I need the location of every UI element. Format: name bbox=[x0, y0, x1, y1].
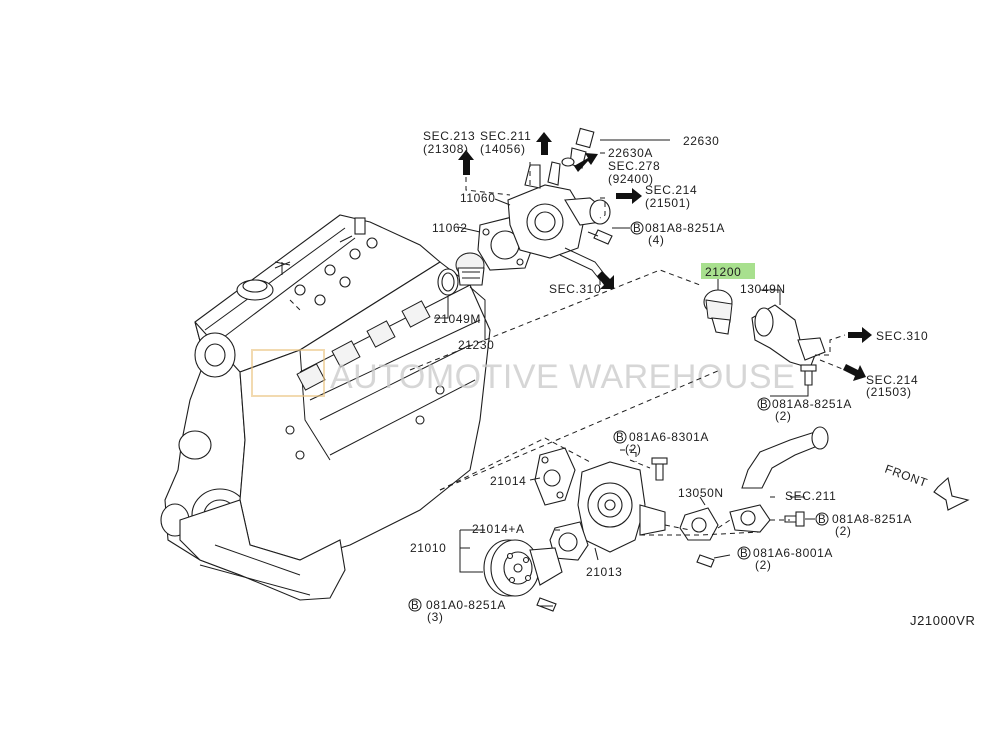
water-pump-group bbox=[483, 426, 829, 612]
label-21014: 21014 bbox=[490, 474, 526, 488]
label-sec278: SEC.278 bbox=[608, 159, 660, 173]
bolt-marker-label: B bbox=[616, 432, 624, 444]
front-arrow-icon bbox=[933, 476, 970, 511]
bolt-marker-label: B bbox=[633, 223, 641, 235]
bolt-marker-icon bbox=[408, 598, 422, 612]
label-sec213-ref: (21308) bbox=[423, 142, 469, 156]
label-bolt-081a6-8001a-qty: (2) bbox=[755, 558, 771, 572]
label-sec211-low: SEC.211 bbox=[785, 489, 836, 503]
watermark: AUTOMOTIVE WAREHOUSE bbox=[251, 349, 795, 397]
label-bolt-081a8-right: 081A8-8251A bbox=[772, 397, 852, 411]
thermostat-housing-group bbox=[437, 127, 613, 296]
label-bolt-081a0: 081A0-8251A bbox=[426, 598, 506, 612]
diagram-code: J21000VR bbox=[910, 613, 976, 628]
watermark-text: AUTOMOTIVE WAREHOUSE bbox=[330, 358, 795, 396]
label-13049n: 13049N bbox=[740, 282, 786, 296]
label-bolt-081a8-low: 081A8-8251A bbox=[832, 512, 912, 526]
label-21230: 21230 bbox=[458, 338, 494, 352]
label-sec211-top-ref: (14056) bbox=[480, 142, 526, 156]
engine-assembly-drawing bbox=[160, 214, 491, 601]
arrow-sec214-right-icon bbox=[843, 364, 866, 381]
label-sec214-top: SEC.214 bbox=[645, 183, 697, 197]
leaders-lower bbox=[439, 437, 815, 607]
label-sec310-right: SEC.310 bbox=[876, 329, 928, 343]
label-11062: 11062 bbox=[432, 221, 467, 235]
label-bolt-081a6-8301a: 081A6-8301A bbox=[629, 430, 709, 444]
bolt-marker-icon bbox=[737, 546, 751, 560]
thermostat-right-group bbox=[701, 263, 846, 397]
label-21200: 21200 bbox=[705, 265, 741, 279]
labels: SEC.213 (21308) SEC.211 (14056) 22630 22… bbox=[408, 129, 976, 628]
bolt-marker-label: B bbox=[411, 600, 419, 612]
label-21013: 21013 bbox=[586, 565, 622, 579]
arrow-sec310-right-icon bbox=[848, 327, 872, 343]
label-bolt-081a6-8001a: 081A6-8001A bbox=[753, 546, 833, 560]
label-sec211-top: SEC.211 bbox=[480, 129, 531, 143]
part-21200-highlight bbox=[701, 263, 755, 279]
arrow-sec213-icon bbox=[458, 150, 474, 175]
bolt-marker-icon bbox=[630, 221, 644, 235]
label-13050n: 13050N bbox=[678, 486, 724, 500]
arrows-right bbox=[843, 327, 872, 381]
label-front: FRONT bbox=[883, 462, 930, 490]
label-sec213: SEC.213 bbox=[423, 129, 475, 143]
label-bolt-081a8-low-qty: (2) bbox=[835, 524, 851, 538]
front-arrow-group bbox=[933, 476, 970, 511]
arrow-sec310-top-icon bbox=[597, 271, 614, 289]
arrow-sec278-icon bbox=[574, 153, 598, 172]
label-sec214-top-ref: (21501) bbox=[645, 196, 691, 210]
label-sec310-top: SEC.310 bbox=[549, 282, 601, 296]
arrow-sec214-top-icon bbox=[616, 188, 642, 204]
label-sec278-ref: (92400) bbox=[608, 172, 654, 186]
bolt-marker-icon bbox=[613, 430, 627, 444]
label-bolt-081a0-qty: (3) bbox=[427, 610, 443, 624]
label-21014a: 21014+A bbox=[472, 522, 525, 536]
label-bolt-081a8-top-qty: (4) bbox=[648, 233, 664, 247]
label-bolt-081a8-right-qty: (2) bbox=[775, 409, 791, 423]
bolt-marker-icon bbox=[757, 397, 771, 411]
label-21010: 21010 bbox=[410, 541, 446, 555]
label-22630: 22630 bbox=[683, 134, 719, 148]
label-11060: 11060 bbox=[460, 191, 495, 205]
bolt-marker-icon bbox=[815, 512, 829, 526]
label-sec214-right: SEC.214 bbox=[866, 373, 918, 387]
bolt-marker-label: B bbox=[740, 548, 748, 560]
label-sec214-right-ref: (21503) bbox=[866, 385, 912, 399]
arrow-sec211-icon bbox=[536, 132, 552, 155]
label-22630a: 22630A bbox=[608, 146, 653, 160]
leaders-upper bbox=[289, 139, 721, 491]
label-bolt-081a8-top: 081A8-8251A bbox=[645, 221, 725, 235]
arrows-upper bbox=[458, 132, 642, 289]
label-21049m: 21049M bbox=[434, 312, 481, 326]
bolt-marker-label: B bbox=[760, 399, 768, 411]
label-bolt-081a6-8301a-qty: (2) bbox=[625, 442, 641, 456]
bolt-marker-label: B bbox=[818, 514, 826, 526]
